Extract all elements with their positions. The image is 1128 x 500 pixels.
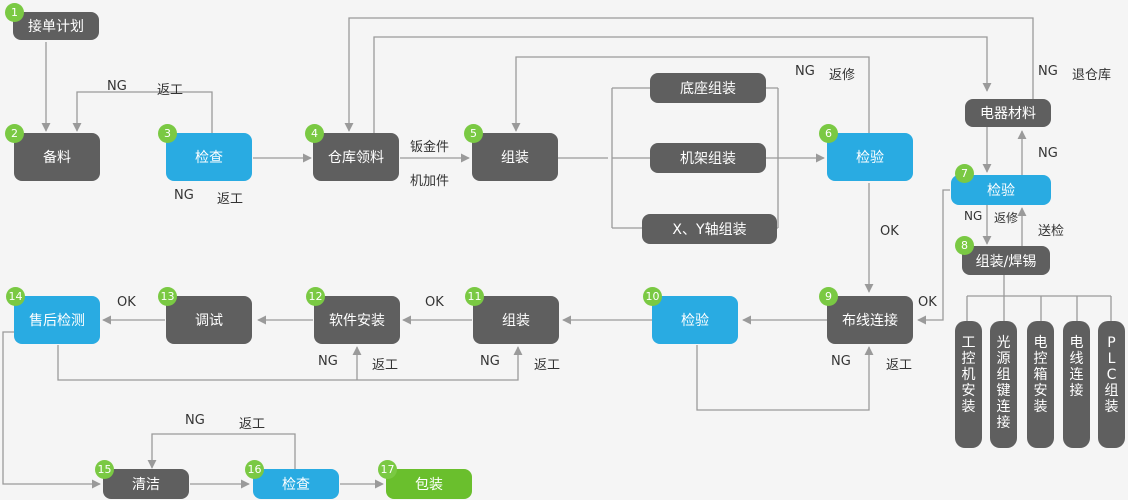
step-badge: 8 <box>955 236 974 255</box>
ok-inspect7-to-wiring <box>917 189 950 325</box>
node-prep[interactable]: 备料 <box>14 133 100 181</box>
repair-loop-6-to-5 <box>511 56 870 133</box>
label-repair: 返修 <box>994 211 1019 225</box>
step-badge: 1 <box>5 3 24 22</box>
label-ng: NG <box>174 188 194 203</box>
label-rework: 返工 <box>217 192 244 207</box>
rework-loop-14-to-11 <box>57 345 523 381</box>
label-ok: OK <box>918 295 937 310</box>
label-ng: NG <box>795 64 815 79</box>
node-clean[interactable]: 清洁 <box>103 469 189 499</box>
label-ok: OK <box>117 295 136 310</box>
node-wire-connect-label: 电线连接 <box>1069 335 1084 399</box>
step-badge: 5 <box>464 124 483 143</box>
label-machining: 机加件 <box>410 174 450 189</box>
node-assembly-11[interactable]: 组装 <box>473 296 559 344</box>
node-check-16[interactable]: 检查 <box>253 469 339 499</box>
label-ng: NG <box>831 354 851 369</box>
label-ok: OK <box>425 295 444 310</box>
step-badge: 11 <box>465 287 484 306</box>
node-cabinet-install[interactable]: 电控箱安装 <box>1027 321 1054 448</box>
arrow-warehouse-to-electrical <box>373 36 992 133</box>
label-ok: OK <box>880 224 899 239</box>
step-badge: 2 <box>5 124 24 143</box>
node-xy-assembly[interactable]: X、Y轴组装 <box>642 214 777 244</box>
node-electrical[interactable]: 电器材料 <box>965 99 1051 127</box>
node-plan[interactable]: 接单计划 <box>13 12 99 40</box>
weld-to-subgroup <box>966 275 1112 321</box>
rework-loop-10-to-9 <box>696 345 874 411</box>
step-badge: 10 <box>643 287 662 306</box>
step-badge: 12 <box>306 287 325 306</box>
node-inspect-10[interactable]: 检验 <box>652 296 738 344</box>
node-plc-assembly[interactable]: PLC组装 <box>1098 321 1125 448</box>
node-weld[interactable]: 组装/焊锡 <box>962 246 1050 275</box>
label-ng: NG <box>480 354 500 369</box>
return-electrical-to-warehouse <box>344 17 1034 132</box>
node-aftersales[interactable]: 售后检测 <box>14 296 100 344</box>
node-assembly-5[interactable]: 组装 <box>472 133 558 181</box>
label-ng: NG <box>964 209 983 223</box>
node-pack[interactable]: 包装 <box>386 469 472 499</box>
step-badge: 13 <box>158 287 177 306</box>
step-badge: 17 <box>378 460 397 479</box>
step-badge: 9 <box>819 287 838 306</box>
node-ipc-install-label: 工控机安装 <box>961 335 976 415</box>
rework-loop-16-to-15 <box>147 433 296 470</box>
label-sheet-metal: 钣金件 <box>410 140 450 155</box>
label-rework: 返工 <box>372 358 399 373</box>
node-software[interactable]: 软件安装 <box>314 296 400 344</box>
step-badge: 7 <box>955 164 974 183</box>
node-check-3[interactable]: 检查 <box>166 133 252 181</box>
label-ng: NG <box>318 354 338 369</box>
node-wiring[interactable]: 布线连接 <box>827 296 913 344</box>
label-rework: 返工 <box>157 83 184 98</box>
node-debug[interactable]: 调试 <box>166 296 252 344</box>
label-return-stock: 退仓库 <box>1072 68 1112 83</box>
arrow-aftersales-to-clean <box>2 331 101 489</box>
step-badge: 6 <box>819 124 838 143</box>
node-light-connect[interactable]: 光源组键连接 <box>990 321 1017 448</box>
label-rework: 返工 <box>886 358 913 373</box>
step-badge: 4 <box>305 124 324 143</box>
node-cabinet-install-label: 电控箱安装 <box>1033 335 1048 415</box>
rework-loop-3-to-2 <box>72 91 213 133</box>
step-badge: 15 <box>95 460 114 479</box>
label-ng: NG <box>107 79 127 94</box>
label-repair: 返修 <box>829 68 856 83</box>
node-ipc-install[interactable]: 工控机安装 <box>955 321 982 448</box>
label-ng: NG <box>1038 64 1058 79</box>
label-rework: 返工 <box>239 417 266 432</box>
node-plc-assembly-label: PLC组装 <box>1104 335 1119 415</box>
node-frame-assembly[interactable]: 机架组装 <box>650 143 766 173</box>
node-inspect-6[interactable]: 检验 <box>827 133 913 181</box>
label-ng: NG <box>185 413 205 428</box>
node-wire-connect[interactable]: 电线连接 <box>1063 321 1090 448</box>
label-rework: 返工 <box>534 358 561 373</box>
step-badge: 3 <box>158 124 177 143</box>
node-base-assembly[interactable]: 底座组装 <box>650 73 766 103</box>
label-inspect-send: 送检 <box>1038 224 1065 239</box>
step-badge: 14 <box>6 287 25 306</box>
step-badge: 16 <box>245 460 264 479</box>
node-light-connect-label: 光源组键连接 <box>996 335 1011 431</box>
node-warehouse[interactable]: 仓库领料 <box>313 133 399 181</box>
label-ng: NG <box>1038 146 1058 161</box>
